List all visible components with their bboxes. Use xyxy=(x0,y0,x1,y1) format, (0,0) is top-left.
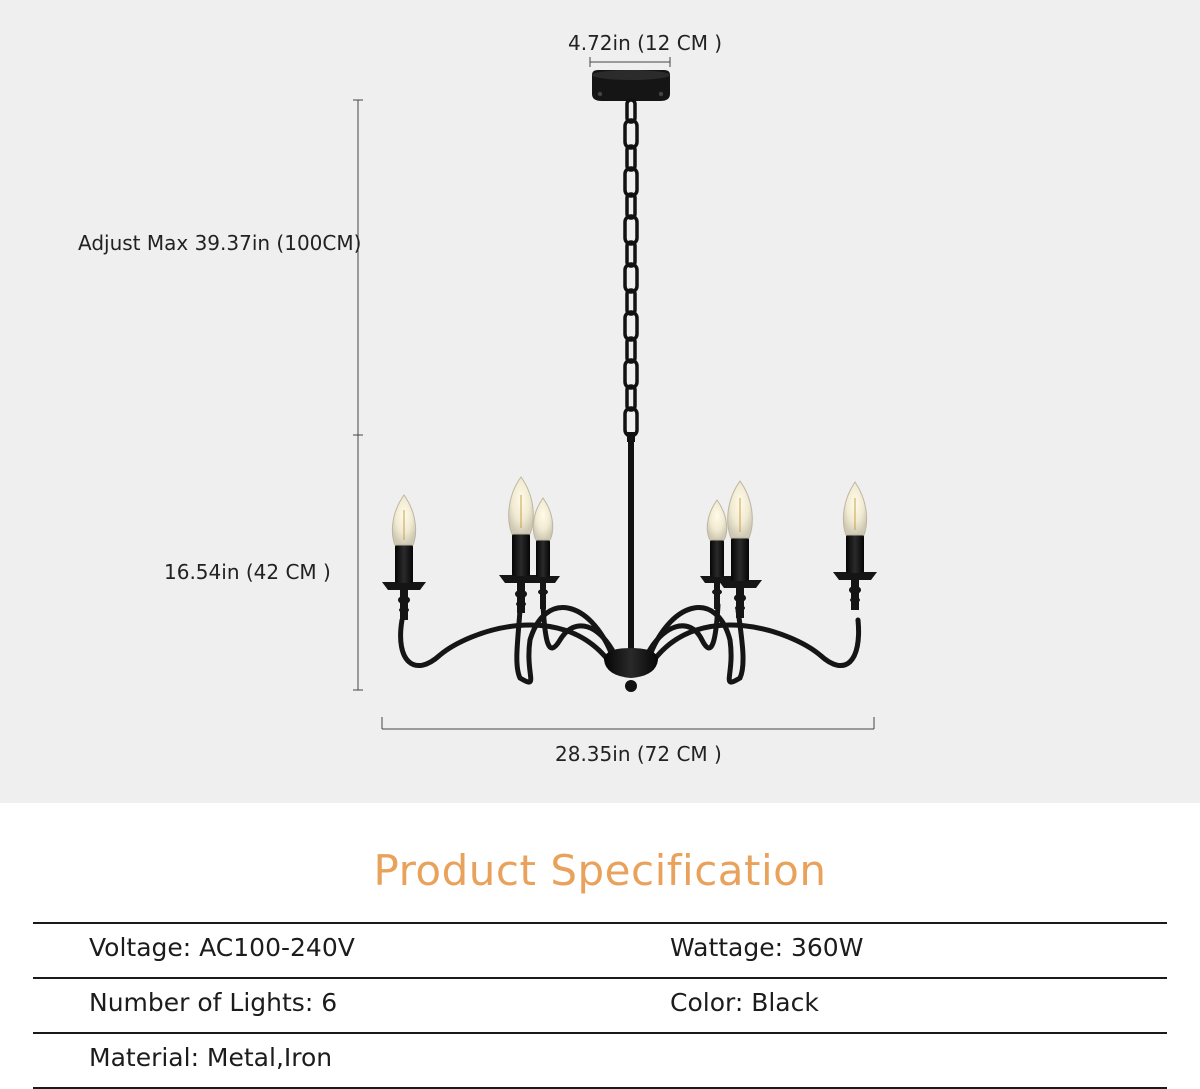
ceiling-canopy xyxy=(592,70,670,101)
body-height-label: 16.54in (42 CM ) xyxy=(164,560,331,584)
product-dimension-diagram: 4.72in (12 CM ) Adjust Max 39.37in (100C… xyxy=(0,0,1200,803)
spec-table: Voltage: AC100-240V Wattage: 360W Number… xyxy=(33,922,1167,1089)
chain-adjust-label: Adjust Max 39.37in (100CM) xyxy=(78,231,362,255)
candle-holders xyxy=(382,476,877,620)
spec-row: Voltage: AC100-240V Wattage: 360W xyxy=(33,922,1167,977)
spec-material: Material: Metal,Iron xyxy=(89,1043,333,1072)
spec-color: Color: Black xyxy=(670,988,819,1017)
spec-voltage: Voltage: AC100-240V xyxy=(89,933,355,962)
spec-title: Product Specification xyxy=(373,846,827,895)
spec-lights: Number of Lights: 6 xyxy=(89,988,338,1017)
spec-row: Material: Metal,Iron xyxy=(33,1032,1167,1089)
body-width-label: 28.35in (72 CM ) xyxy=(555,742,722,766)
dimension-lines xyxy=(353,57,875,730)
ceiling-plate-width-label: 4.72in (12 CM ) xyxy=(568,31,723,55)
spec-wattage: Wattage: 360W xyxy=(670,933,864,962)
chandelier-arms xyxy=(398,602,862,685)
chain xyxy=(623,98,639,438)
spec-row: Number of Lights: 6 Color: Black xyxy=(33,977,1167,1032)
chandelier-icon xyxy=(353,57,877,730)
